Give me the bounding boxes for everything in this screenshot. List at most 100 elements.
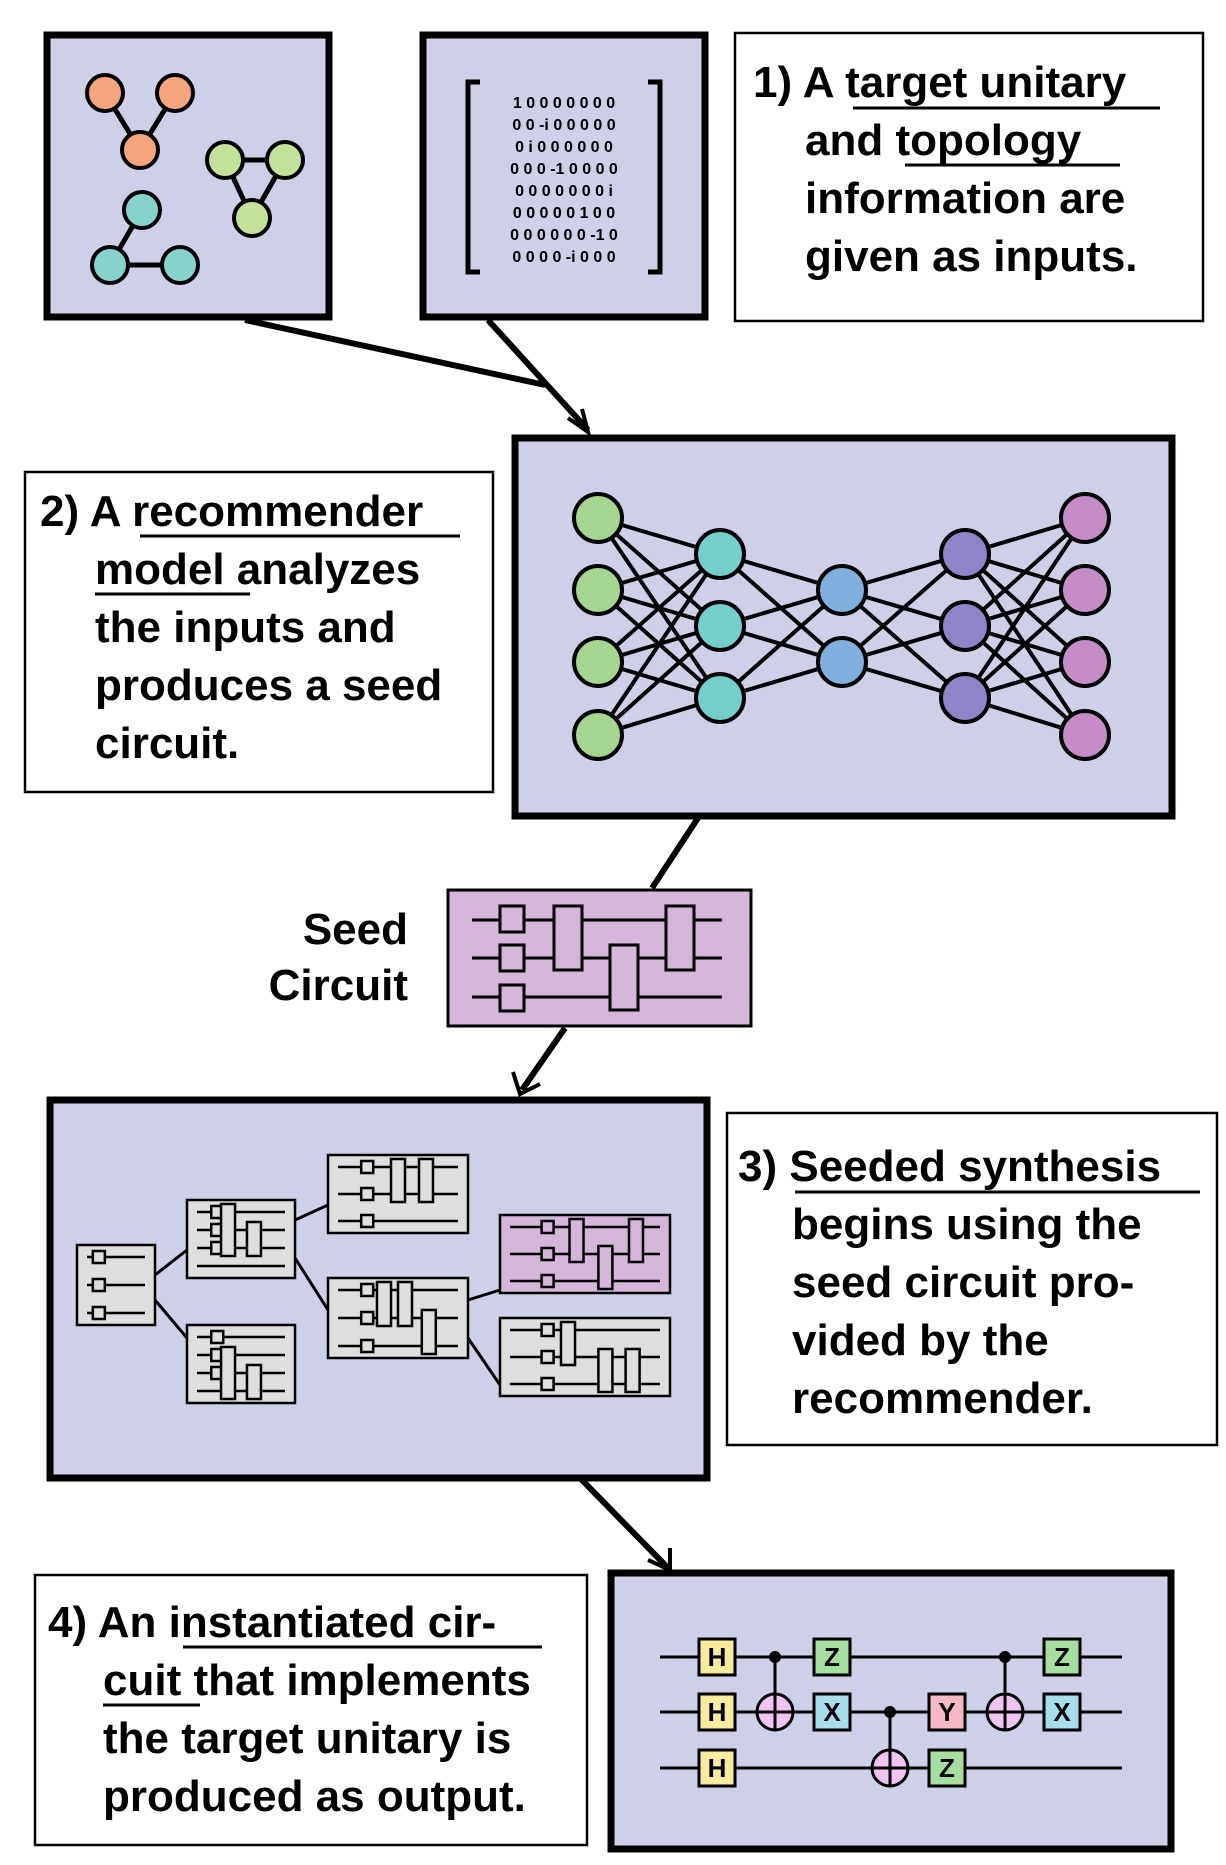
subcircuit-node — [498, 1316, 672, 1398]
cnot-gate — [985, 1651, 1025, 1732]
svg-text:produces a seed: produces a seed — [95, 661, 442, 710]
gate-z: Z — [927, 1748, 967, 1788]
gate-h: H — [697, 1692, 737, 1732]
seed-circuit — [446, 888, 753, 1028]
nn-node — [694, 528, 746, 580]
caption-line: given as inputs. — [805, 232, 1138, 281]
svg-text:seed circuit pro-: seed circuit pro- — [792, 1258, 1134, 1307]
svg-text:model analyzes: model analyzes — [95, 545, 420, 594]
seed-label-line: Seed — [303, 905, 408, 954]
caption-line: 1) A target unitary — [753, 58, 1127, 107]
svg-text:begins using the: begins using the — [792, 1200, 1142, 1249]
caption-step2: 2) A recommender model analyzes the inpu… — [23, 470, 495, 794]
gate-x: X — [812, 1692, 852, 1732]
svg-text:the inputs and: the inputs and — [95, 603, 396, 652]
graph-node — [265, 140, 305, 180]
svg-text:cuit that implements: cuit that implements — [103, 1656, 531, 1705]
caption-line: 4) An instantiated cir- — [48, 1598, 496, 1647]
matrix-row: 0 0 0 0 0 0 -1 0 — [510, 227, 618, 244]
caption-line: seed circuit pro- — [792, 1258, 1134, 1307]
graph-node — [90, 245, 130, 285]
seed-circuit-label: Seed Circuit — [269, 905, 409, 1010]
matrix-rows: 1 0 0 0 0 0 0 0 0 0 -i 0 0 0 0 0 0 i 0 0 0… — [510, 95, 618, 266]
svg-text:1) A target unitary: 1) A target unitary — [753, 58, 1127, 107]
graph-node — [232, 198, 272, 238]
svg-text:2) A recommender: 2) A recommender — [40, 487, 423, 536]
svg-text:vided by the: vided by the — [792, 1316, 1049, 1365]
svg-text:information are: information are — [805, 174, 1125, 223]
nn-node — [939, 528, 991, 580]
matrix-row: 1 0 0 0 0 0 0 0 — [513, 95, 615, 112]
subcircuit-node — [75, 1243, 157, 1327]
svg-text:Y: Y — [938, 1697, 955, 1727]
svg-text:Seed: Seed — [303, 905, 408, 954]
cnot-gate — [870, 1706, 910, 1788]
caption-line: begins using the — [792, 1200, 1142, 1249]
svg-text:Z: Z — [824, 1642, 840, 1672]
svg-text:3) Seeded synthesis: 3) Seeded synthesis — [738, 1142, 1161, 1191]
caption-line: vided by the — [792, 1316, 1049, 1365]
nn-node — [1059, 709, 1111, 761]
caption-line: recommender. — [792, 1374, 1093, 1423]
caption-line: cuit that implements — [103, 1656, 531, 1705]
svg-text:H: H — [708, 1697, 727, 1727]
nn-node — [939, 672, 991, 724]
svg-text:Z: Z — [1054, 1642, 1070, 1672]
nn-node — [1059, 492, 1111, 544]
caption-step4: 4) An instantiated cir- cuit that implem… — [33, 1573, 589, 1847]
svg-text:given as inputs.: given as inputs. — [805, 232, 1138, 281]
matrix-row: 0 0 0 0 -i 0 0 0 — [512, 249, 615, 266]
svg-text:4) An instantiated cir-: 4) An instantiated cir- — [48, 1598, 496, 1647]
nn-node — [572, 492, 624, 544]
cnot-gate — [755, 1651, 795, 1732]
caption-line: information are — [805, 174, 1125, 223]
gate-z: Z — [812, 1637, 852, 1677]
nn-node — [816, 636, 868, 688]
nn-node — [572, 709, 624, 761]
subcircuit-node — [326, 1276, 470, 1360]
svg-text:produced as output.: produced as output. — [103, 1772, 526, 1821]
matrix-row: 0 0 -i 0 0 0 0 0 — [512, 117, 615, 134]
input-arrows — [244, 317, 592, 437]
graph-node — [205, 140, 245, 180]
graph-node — [160, 245, 200, 285]
graph-node — [85, 73, 125, 113]
caption-line: the target unitary is — [103, 1714, 511, 1763]
svg-text:X: X — [1053, 1697, 1071, 1727]
caption-line: produces a seed — [95, 661, 442, 710]
nn-node — [694, 672, 746, 724]
svg-text:recommender.: recommender. — [792, 1374, 1093, 1423]
unitary-matrix-panel: 1 0 0 0 0 0 0 0 0 0 -i 0 0 0 0 0 0 i 0 0 0… — [419, 31, 709, 321]
caption-line: 3) Seeded synthesis — [738, 1142, 1161, 1191]
gate-h: H — [697, 1637, 737, 1677]
caption-step3: 3) Seeded synthesis begins using the see… — [725, 1111, 1219, 1447]
gate-h: H — [697, 1748, 737, 1788]
graph-node — [155, 73, 195, 113]
caption-line: produced as output. — [103, 1772, 526, 1821]
caption-line: circuit. — [95, 719, 239, 768]
svg-text:X: X — [823, 1697, 841, 1727]
svg-text:H: H — [708, 1753, 727, 1783]
matrix-row: 0 0 0 0 0 1 0 0 — [513, 205, 615, 222]
svg-text:Circuit: Circuit — [269, 961, 409, 1010]
matrix-row: 0 0 0 0 0 0 0 i — [515, 183, 613, 200]
svg-text:Z: Z — [939, 1753, 955, 1783]
caption-line: the inputs and — [95, 603, 396, 652]
nn-node — [572, 636, 624, 688]
matrix-row: 0 i 0 0 0 0 0 0 — [515, 139, 613, 156]
subcircuit-node — [185, 1323, 297, 1405]
svg-text:H: H — [708, 1642, 727, 1672]
caption-line: 2) A recommender — [40, 487, 423, 536]
svg-text:the target unitary is: the target unitary is — [103, 1714, 511, 1763]
caption-line: and topology — [805, 116, 1082, 165]
subcircuit-node — [185, 1198, 297, 1280]
nn-node — [939, 600, 991, 652]
gate-x: X — [1042, 1692, 1082, 1732]
topology-panel — [43, 31, 333, 321]
gate-y: Y — [927, 1692, 967, 1732]
nn-node — [694, 600, 746, 652]
recommender-model-panel — [511, 434, 1176, 820]
